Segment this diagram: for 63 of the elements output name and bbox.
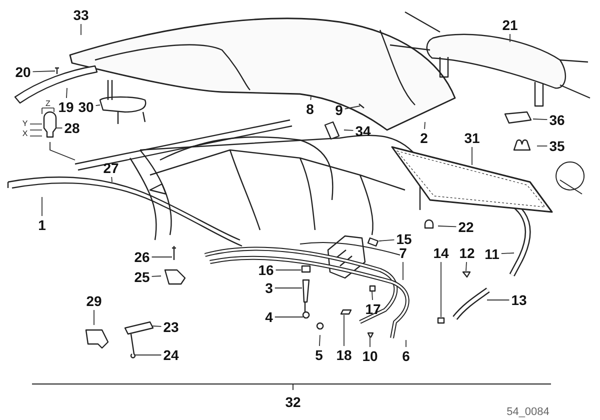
leader-line [95,104,100,106]
callout-number: 22 [458,219,474,235]
callout-number: 24 [163,347,179,363]
callout-number: 8 [306,101,314,117]
callout-number: 18 [336,347,352,363]
callout-number: 23 [163,319,179,335]
callout-number: 14 [433,245,449,261]
callout-number: 12 [459,245,475,261]
callout-number: 19 [58,99,74,115]
callout-number: 1 [38,217,46,233]
callout-number: 6 [402,348,410,364]
callout-number: 34 [355,123,371,139]
callout-number: 10 [362,348,378,364]
callout-number: 3 [265,280,273,296]
leader-line [310,96,312,100]
callout-number: 4 [265,309,273,325]
leader-line [32,70,56,72]
leader-line [378,239,395,242]
leader-line [438,226,457,228]
leader-line [151,256,172,258]
callout-number: 9 [335,102,343,118]
leader-line [151,276,162,277]
dimension-letter: Y [22,120,28,128]
callout-number: 28 [64,120,80,136]
leader-line [440,262,442,318]
leader-line [80,24,82,36]
leader-line [500,252,514,254]
callout-number: 21 [502,17,518,33]
leader-line [532,118,548,120]
callout-number: 35 [549,138,565,154]
callout-number: 7 [399,245,407,261]
leader-line [319,334,320,346]
leader-line [134,354,162,356]
callout-number: 27 [103,160,119,176]
callout-number: 20 [15,64,31,80]
leader-line [152,326,162,327]
leader-line [424,122,426,130]
leader-line [344,106,360,110]
callout-number: 16 [258,262,274,278]
callout-number: 36 [549,112,565,128]
callout-number: 30 [78,99,94,115]
callout-number: 26 [134,249,150,265]
drawing-number: 54_0084 [506,406,550,418]
callout-number: 32 [285,395,301,409]
leader-line [402,262,404,280]
leader-line [344,130,354,131]
dimension-letter: Z [46,100,50,108]
callout-number: 17 [365,301,381,317]
leader-line [66,88,68,98]
callout-number: 11 [484,246,500,262]
leader-line [111,176,112,182]
callout-number: 33 [73,7,89,23]
dimension-letter: X [22,130,28,138]
callout-number: 13 [511,292,527,308]
callout-number: 29 [86,293,102,309]
leader-line [466,262,467,272]
callout-number: 5 [315,347,323,363]
callout-number: 31 [464,130,480,146]
leader-line [274,316,304,318]
leader-line [372,290,373,300]
callout-number: 2 [420,130,428,146]
callout-number: 15 [396,231,412,247]
callout-number: 25 [134,269,150,285]
